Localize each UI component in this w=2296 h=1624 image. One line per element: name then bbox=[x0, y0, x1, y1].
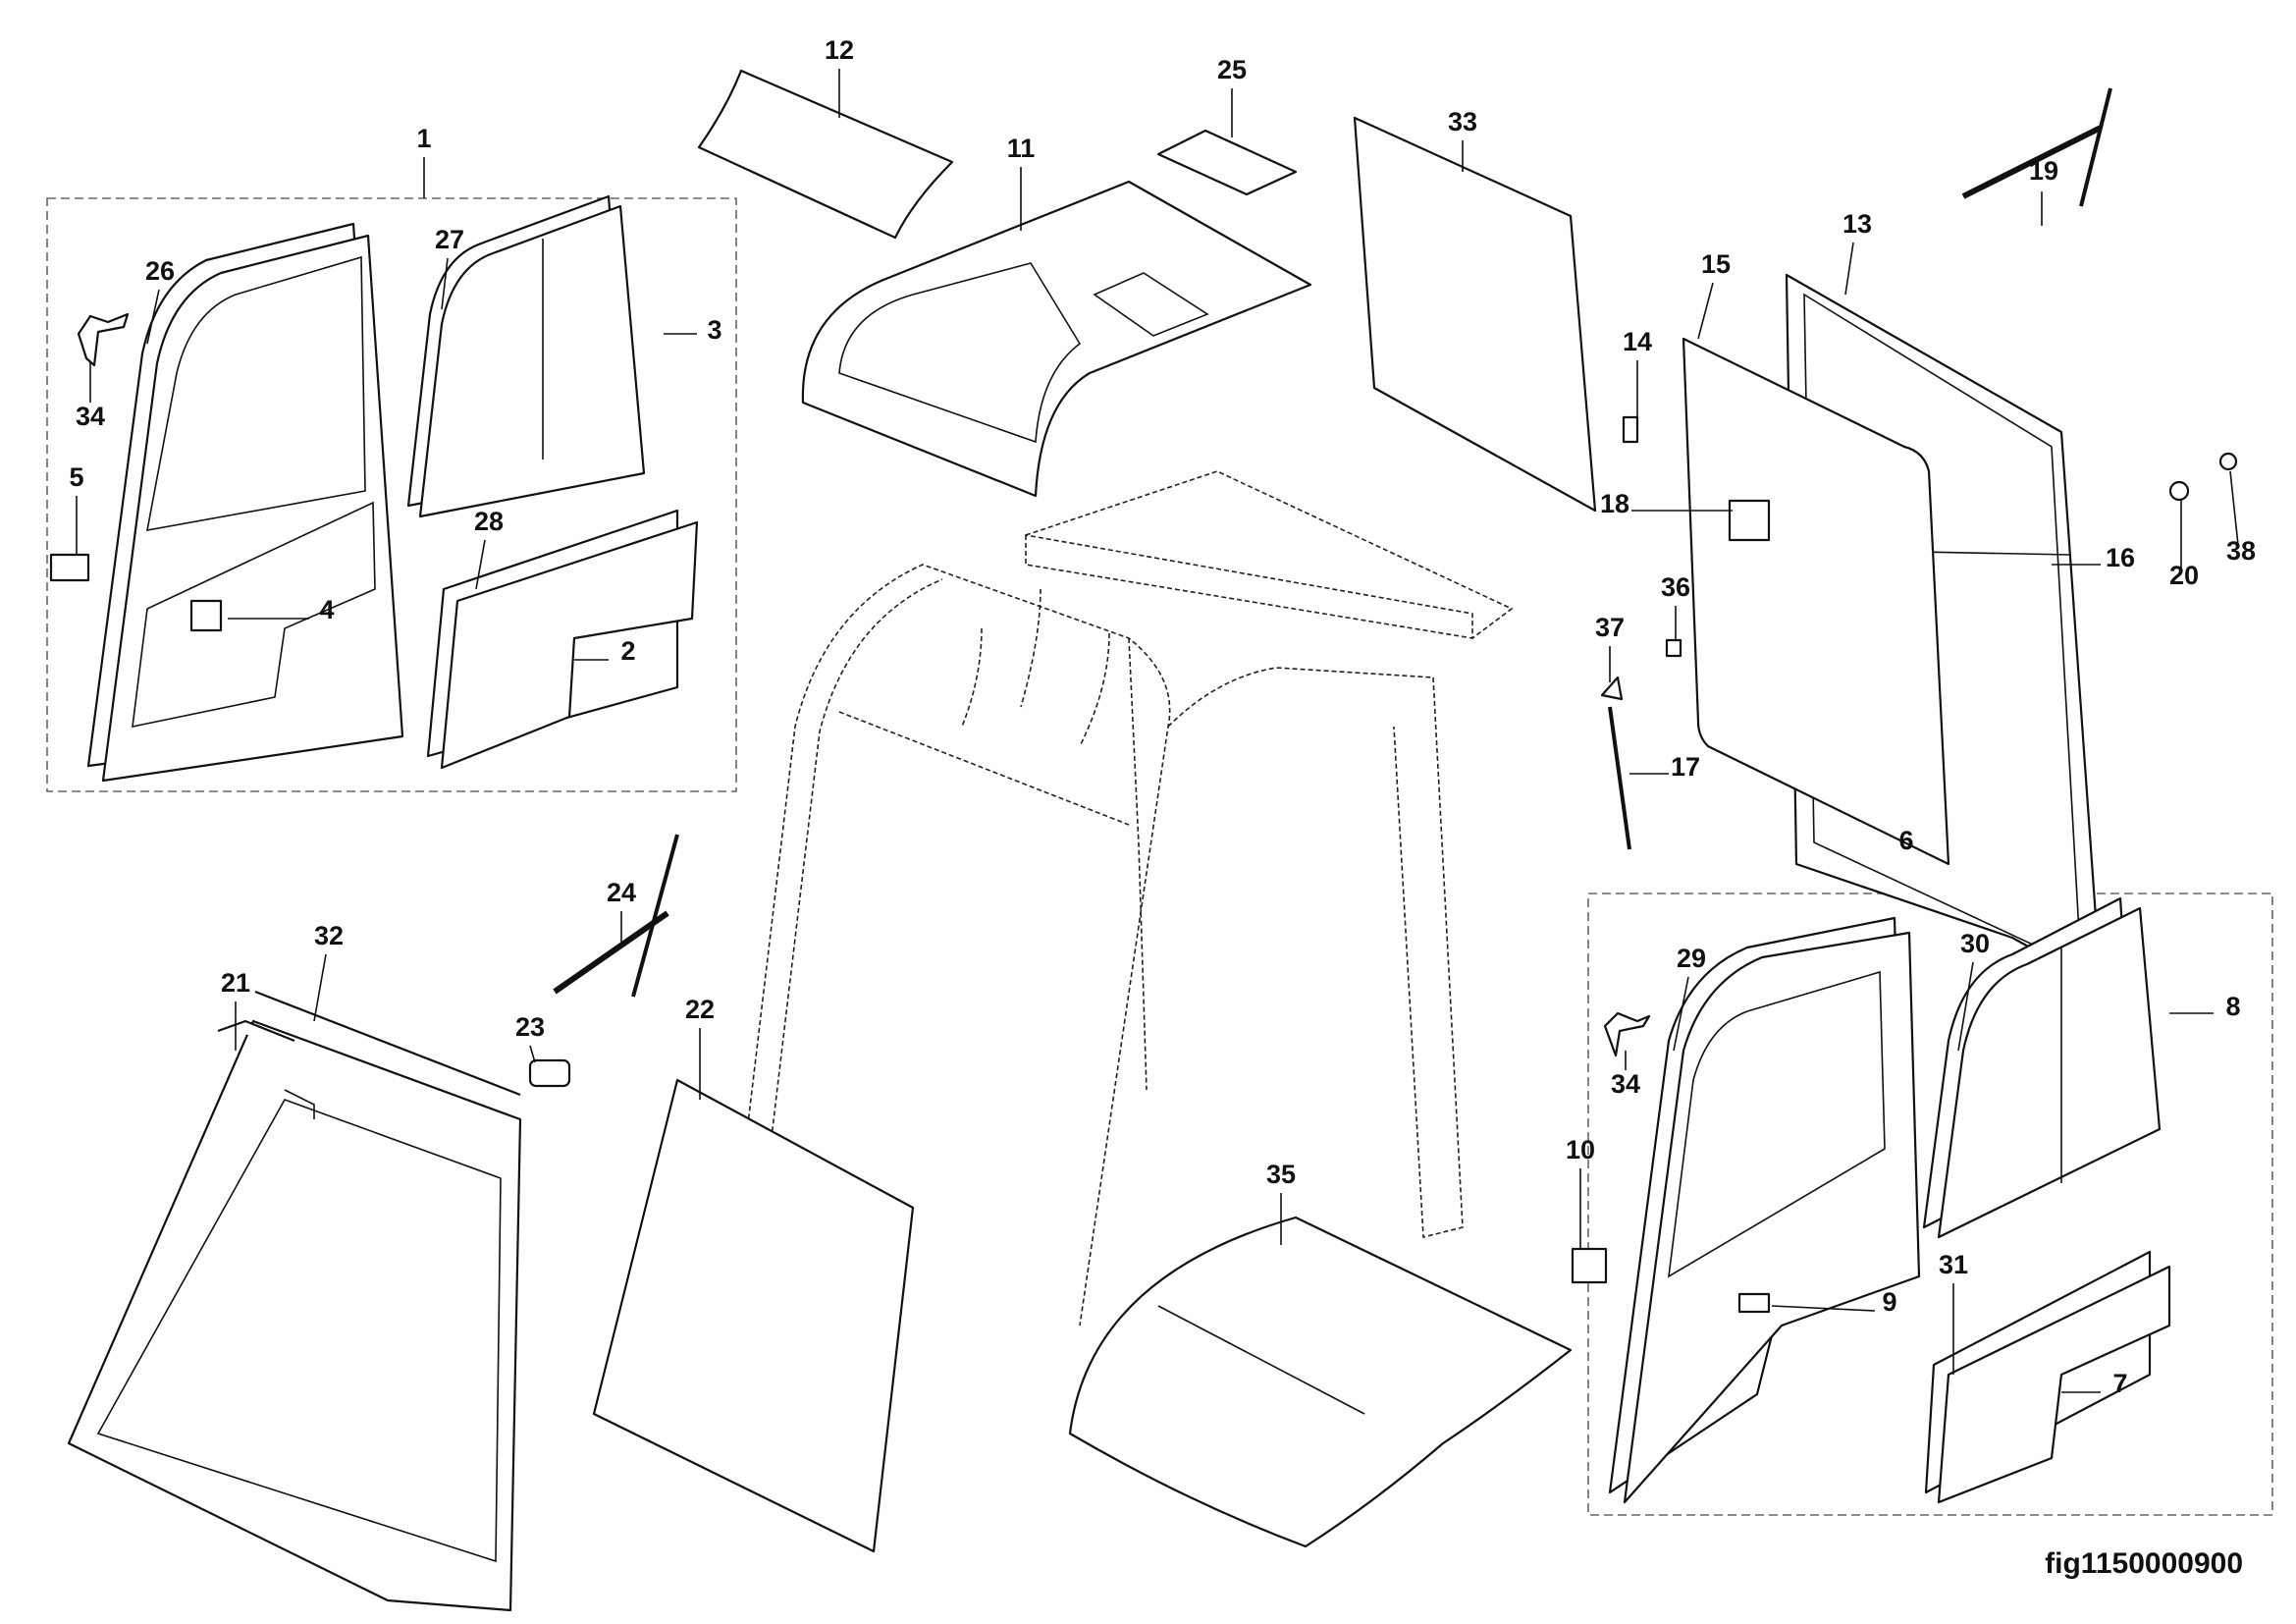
part-cap-37 bbox=[1600, 676, 1624, 701]
leader-line bbox=[1844, 242, 1854, 296]
callout-30: 30 bbox=[1960, 929, 1990, 958]
handle-9 bbox=[1737, 1292, 1771, 1314]
callout-4: 4 bbox=[319, 595, 334, 624]
part-door-frame-left bbox=[86, 222, 404, 783]
leader-line bbox=[1771, 1305, 1876, 1312]
callout-12: 12 bbox=[825, 35, 854, 65]
callout-20: 20 bbox=[2169, 561, 2199, 590]
callout-16: 16 bbox=[2106, 543, 2135, 572]
callout-32: 32 bbox=[314, 921, 344, 950]
callout-2: 2 bbox=[620, 636, 635, 666]
part-bolt-38 bbox=[2218, 452, 2238, 471]
part-glass-lower-right bbox=[1924, 1250, 2171, 1504]
part-key-34-left bbox=[77, 312, 130, 367]
leader-line bbox=[475, 539, 486, 590]
callout-7: 7 bbox=[2112, 1369, 2127, 1398]
part-glass-upper-right bbox=[1922, 896, 2162, 1239]
leader-line bbox=[1697, 282, 1714, 340]
part-latch-5 bbox=[49, 553, 90, 582]
callout-27: 27 bbox=[435, 225, 464, 254]
leader-line bbox=[529, 1045, 536, 1063]
part-handle-18 bbox=[1728, 499, 1771, 542]
part-pad-36 bbox=[1665, 638, 1682, 658]
callout-18: 18 bbox=[1600, 489, 1629, 518]
group-box-6 bbox=[1587, 893, 2273, 1516]
callout-19: 19 bbox=[2029, 156, 2058, 186]
part-front-window-21 bbox=[67, 1019, 522, 1612]
part-key-34-right bbox=[1603, 1011, 1651, 1057]
callout-5: 5 bbox=[69, 462, 83, 492]
part-motor-23 bbox=[528, 1058, 571, 1088]
callout-38: 38 bbox=[2226, 536, 2256, 566]
leader-line bbox=[313, 953, 327, 1022]
callout-24: 24 bbox=[607, 878, 636, 907]
callout-34: 34 bbox=[76, 402, 105, 431]
part-clip-14 bbox=[1622, 415, 1639, 444]
leader-line bbox=[1673, 976, 1689, 1052]
callout-1: 1 bbox=[416, 124, 431, 153]
callout-9: 9 bbox=[1882, 1287, 1896, 1317]
part-roof-panel-12 bbox=[697, 69, 954, 240]
callout-3: 3 bbox=[707, 315, 721, 345]
callout-14: 14 bbox=[1623, 327, 1652, 356]
part-cab-frame bbox=[725, 470, 1514, 1326]
part-seat-cover-35 bbox=[1068, 1216, 1573, 1548]
callout-11: 11 bbox=[1007, 134, 1036, 163]
callout-26: 26 bbox=[145, 256, 175, 286]
callout-6: 6 bbox=[1898, 826, 1913, 855]
door-lock-4 bbox=[189, 599, 223, 632]
callout-13: 13 bbox=[1842, 209, 1872, 239]
part-glass-33 bbox=[1353, 116, 1597, 513]
callout-37: 37 bbox=[1595, 613, 1625, 642]
leader-line bbox=[146, 289, 160, 345]
callout-29: 29 bbox=[1677, 944, 1706, 973]
group-box-1 bbox=[46, 197, 737, 792]
part-latch-10 bbox=[1571, 1247, 1608, 1284]
leader-line bbox=[2229, 470, 2239, 546]
callout-33: 33 bbox=[1448, 107, 1477, 136]
part-rear-panel-15 bbox=[1682, 337, 1950, 866]
part-wiper-24 bbox=[553, 834, 679, 998]
callout-22: 22 bbox=[685, 995, 715, 1024]
callout-35: 35 bbox=[1266, 1160, 1296, 1189]
callout-28: 28 bbox=[474, 507, 504, 536]
callout-31: 31 bbox=[1939, 1250, 1968, 1279]
callout-labels: 1234567891011121314151617181920212223242… bbox=[69, 35, 2256, 1398]
part-panel-22 bbox=[592, 1078, 915, 1553]
callout-36: 36 bbox=[1661, 572, 1690, 602]
part-glass-lower-left bbox=[426, 509, 699, 770]
part-glass-upper-left bbox=[406, 194, 646, 518]
part-front-window-32 bbox=[217, 1019, 295, 1043]
callout-23: 23 bbox=[515, 1012, 545, 1042]
part-wiper-19 bbox=[1961, 87, 2112, 207]
part-washer-20 bbox=[2168, 480, 2190, 502]
callout-15: 15 bbox=[1701, 249, 1731, 279]
callout-10: 10 bbox=[1566, 1135, 1595, 1164]
callout-21: 21 bbox=[221, 968, 250, 998]
callout-8: 8 bbox=[2225, 992, 2240, 1021]
part-roof-11 bbox=[801, 180, 1312, 498]
part-sticker-25 bbox=[1156, 129, 1298, 196]
part-door-frame-right bbox=[1608, 916, 1921, 1504]
callout-34: 34 bbox=[1611, 1069, 1640, 1099]
leader-line bbox=[441, 257, 449, 310]
part-gas-strut-17 bbox=[1608, 706, 1631, 850]
figure-id: fig1150000900 bbox=[2045, 1547, 2243, 1580]
leader-line bbox=[1957, 961, 1974, 1052]
callout-25: 25 bbox=[1217, 55, 1247, 84]
callout-17: 17 bbox=[1671, 752, 1700, 782]
